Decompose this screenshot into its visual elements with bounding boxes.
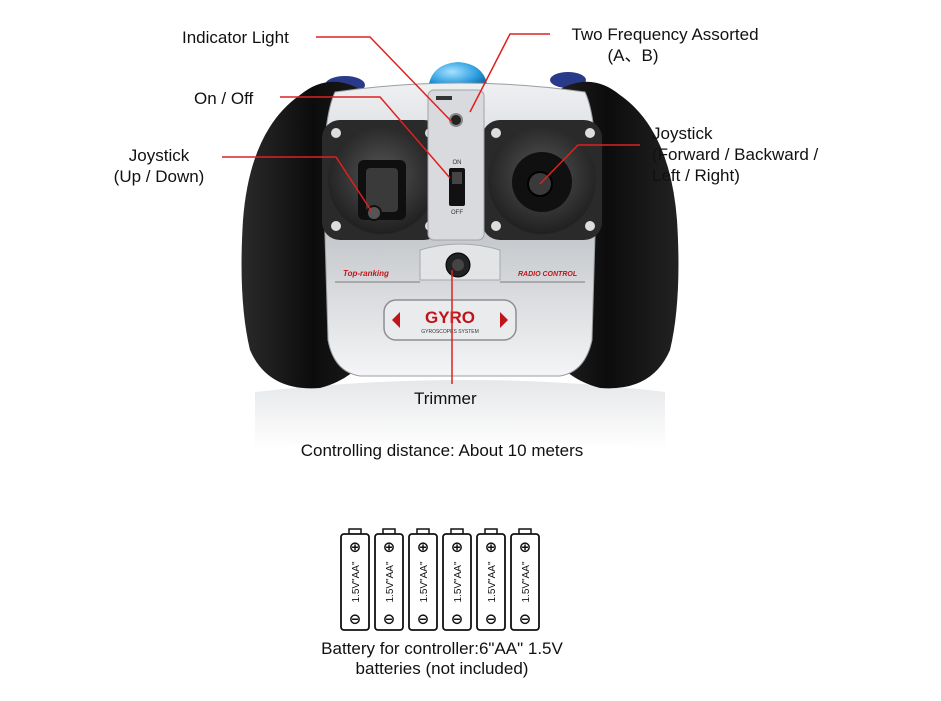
on-off-label: On / Off [194, 89, 254, 108]
joystick-right-line1: Joystick [652, 124, 713, 143]
battery-caption: Battery for controller:6"AA" 1.5V batter… [0, 639, 884, 679]
battery-plus-icon: ⊕ [485, 539, 498, 556]
joystick-right-line2: (Forward / Backward / [652, 145, 819, 164]
joystick-left-label: Joystick (Up / Down) [104, 145, 214, 187]
frequency-label-line1: Two Frequency Assorted [571, 25, 759, 44]
battery-icon: ⊕ ⊖ 1.5V"AA" [408, 528, 438, 631]
joystick-right-line3: Left / Right) [652, 166, 740, 185]
battery-minus-icon: ⊖ [349, 611, 362, 628]
indicator-light-label: Indicator Light [182, 28, 289, 47]
battery-minus-icon: ⊖ [485, 611, 498, 628]
battery-plus-icon: ⊕ [349, 539, 362, 556]
switch-off-label: OFF [451, 210, 463, 216]
battery-label: 1.5V"AA" [385, 561, 396, 602]
battery-plus-icon: ⊕ [383, 539, 396, 556]
distance-caption: Controlling distance: About 10 meters [300, 441, 584, 460]
leader-joystick-right [539, 144, 640, 185]
battery-plus-icon: ⊕ [451, 539, 464, 556]
switch-on-label: ON [453, 160, 462, 166]
gyro-badge [383, 299, 517, 341]
trimmer-label: Trimmer [414, 389, 477, 408]
battery-plus-icon: ⊕ [417, 539, 430, 556]
brand-left-text: Top-ranking [343, 269, 389, 278]
controller-reflection [255, 380, 665, 450]
battery-group: ⊕ ⊖ 1.5V"AA" ⊕ ⊖ 1.5V"AA" ⊕ ⊖ 1.5V"AA" ⊕ ⊖ 1.5V"AA"… [340, 528, 540, 631]
battery-label: 1.5V"AA" [521, 561, 532, 602]
joystick-left-line1: Joystick [128, 146, 190, 165]
indicator-light [449, 113, 463, 127]
battery-label: 1.5V"AA" [351, 561, 362, 602]
leader-lines [222, 33, 640, 384]
battery-icon: ⊕ ⊖ 1.5V"AA" [510, 528, 540, 631]
frequency-label: Two Frequency Assorted (A、B) [555, 24, 775, 66]
battery-icon: ⊕ ⊖ 1.5V"AA" [442, 528, 472, 631]
leader-indicator-light [316, 36, 453, 123]
battery-caption-line1: Battery for controller:6"AA" 1.5V [321, 639, 563, 658]
battery-plus-icon: ⊕ [519, 539, 532, 556]
joystick-left-line2: (Up / Down) [113, 167, 205, 186]
leader-frequency [469, 33, 550, 113]
battery-minus-icon: ⊖ [519, 611, 532, 628]
battery-minus-icon: ⊖ [417, 611, 430, 628]
brand-right-text: RADIO CONTROL [518, 271, 577, 278]
battery-icon: ⊕ ⊖ 1.5V"AA" [476, 528, 506, 631]
battery-label: 1.5V"AA" [453, 561, 464, 602]
leader-on-off [280, 96, 451, 179]
battery-caption-line2: batteries (not included) [355, 659, 529, 678]
gyro-text: GYRO [425, 308, 475, 327]
battery-minus-icon: ⊖ [383, 611, 396, 628]
battery-minus-icon: ⊖ [451, 611, 464, 628]
battery-label: 1.5V"AA" [419, 561, 430, 602]
leader-joystick-left [222, 156, 373, 213]
battery-label: 1.5V"AA" [487, 561, 498, 602]
frequency-label-line2: (A、B) [607, 46, 659, 65]
battery-icon: ⊕ ⊖ 1.5V"AA" [374, 528, 404, 631]
battery-icon: ⊕ ⊖ 1.5V"AA" [340, 528, 370, 631]
joystick-right-label: Joystick (Forward / Backward / Left / Ri… [652, 123, 818, 186]
gyro-subtext: GYROSCOPES SYSTEM [421, 329, 479, 335]
